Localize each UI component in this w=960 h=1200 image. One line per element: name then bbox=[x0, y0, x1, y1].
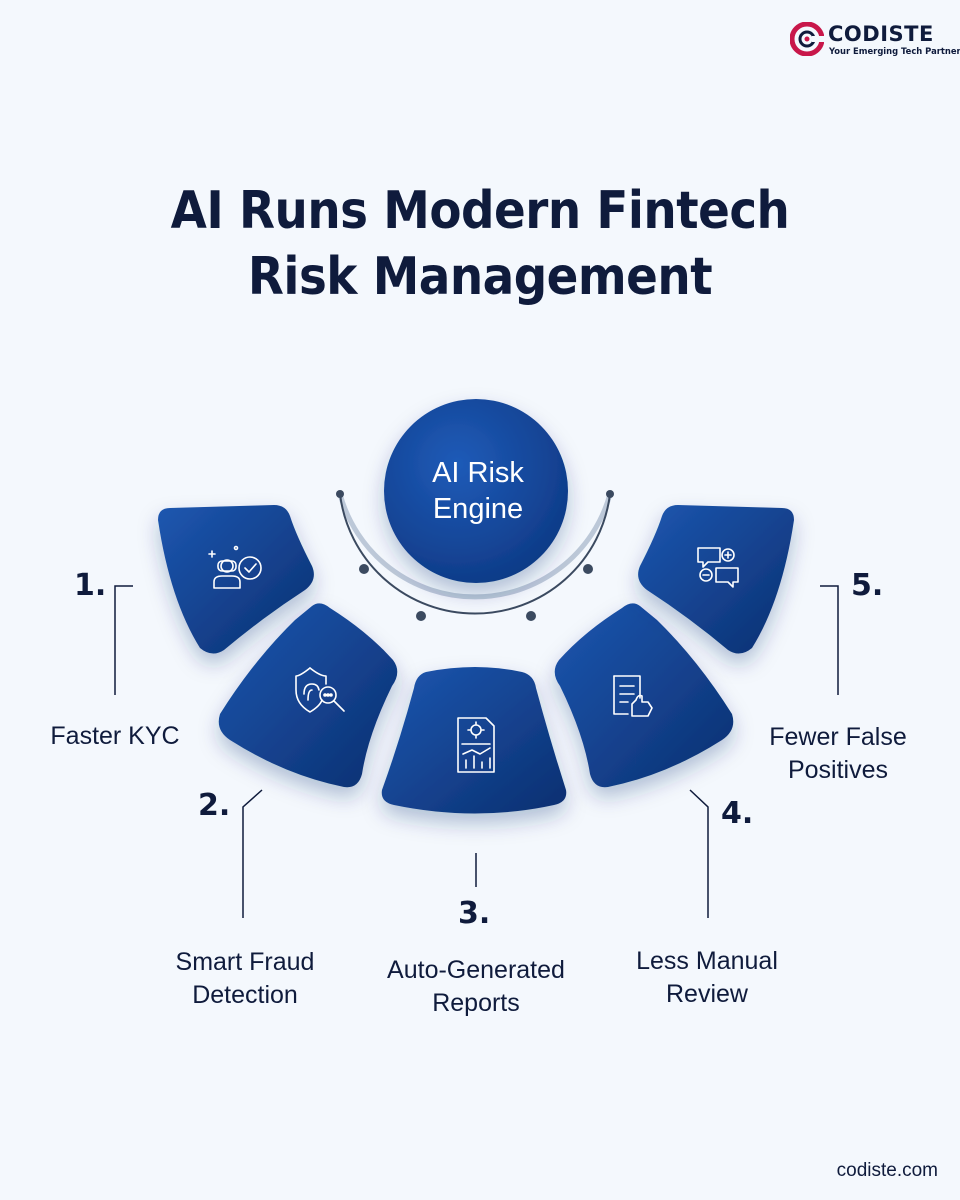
step-3-label: Auto-Generated Reports bbox=[350, 954, 602, 1020]
arc-node bbox=[526, 611, 536, 621]
hub-circle bbox=[384, 399, 568, 583]
step-2-label: Smart Fraud Detection bbox=[140, 946, 350, 1012]
hub-label: AI Risk Engine bbox=[388, 455, 568, 527]
brand-name: CODISTE bbox=[828, 22, 934, 46]
callout-line-4 bbox=[689, 789, 709, 918]
callout-line-5 bbox=[820, 585, 839, 695]
arc-node bbox=[583, 564, 593, 574]
hub-label-line-2: Engine bbox=[432, 493, 524, 525]
step-1-label: Faster KYC bbox=[20, 720, 210, 753]
step-5-label: Fewer False Positives bbox=[736, 721, 940, 787]
step-3-label-line-1: Auto-Generated bbox=[387, 956, 565, 984]
step-4-label-line-1: Less Manual bbox=[636, 947, 778, 975]
step-2-label-line-1: Smart Fraud bbox=[175, 948, 315, 976]
callout-line-1 bbox=[114, 585, 133, 695]
step-3-label-line-2: Reports bbox=[432, 989, 520, 1017]
title-line-1: AI Runs Modern Fintech bbox=[170, 181, 790, 241]
step-3-number: 3. bbox=[458, 896, 491, 931]
step-5-label-line-1: Fewer False bbox=[769, 723, 907, 751]
step-1-label-line-1: Faster KYC bbox=[50, 722, 180, 750]
document-thumbs-up-icon bbox=[613, 675, 653, 717]
step-5-label-line-2: Positives bbox=[787, 756, 889, 784]
arc-node bbox=[359, 564, 369, 574]
connector-arc bbox=[337, 493, 613, 600]
hub-label-line-1: AI Risk bbox=[432, 457, 524, 489]
brand-logo[interactable]: CODISTE Your Emerging Tech Partner bbox=[790, 20, 960, 60]
face-verify-icon bbox=[208, 545, 262, 589]
shield-fingerprint-search-icon bbox=[295, 667, 345, 713]
callout-line-2 bbox=[242, 789, 263, 918]
step-5-number: 5. bbox=[851, 568, 884, 603]
step-4-number: 4. bbox=[721, 796, 754, 831]
step-4-label-line-2: Review bbox=[666, 980, 748, 1008]
step-1-number: 1. bbox=[74, 568, 107, 603]
arc-node bbox=[336, 490, 344, 498]
tile-3 bbox=[381, 667, 567, 814]
tile-1 bbox=[158, 505, 314, 654]
connector-arc-inner bbox=[339, 493, 611, 615]
step-2-number: 2. bbox=[198, 788, 231, 823]
brand-tagline: Your Emerging Tech Partner bbox=[829, 46, 960, 56]
step-4-label: Less Manual Review bbox=[604, 945, 810, 1011]
arc-node bbox=[606, 490, 614, 498]
title-line-2: Risk Management bbox=[247, 247, 713, 307]
website-link[interactable]: codiste.com bbox=[836, 1160, 938, 1181]
chat-plus-minus-icon bbox=[697, 547, 739, 588]
report-document-icon bbox=[457, 717, 495, 773]
page-title: AI Runs Modern Fintech Risk Management bbox=[0, 178, 960, 310]
tile-4 bbox=[554, 603, 734, 788]
codiste-logo-icon bbox=[790, 22, 824, 56]
arc-node bbox=[416, 611, 426, 621]
step-2-label-line-2: Detection bbox=[192, 981, 298, 1009]
